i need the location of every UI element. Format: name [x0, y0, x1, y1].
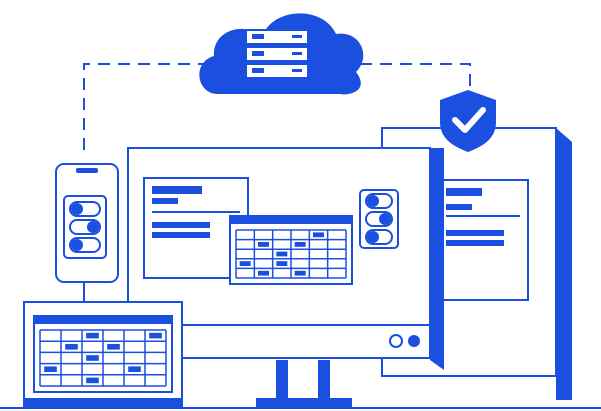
calendar-event: [258, 270, 269, 276]
calendar-event: [313, 232, 324, 238]
calendar-event: [128, 366, 141, 372]
calendar-event: [65, 344, 78, 350]
shield-check-icon: [440, 90, 496, 152]
server-unit: [245, 46, 309, 62]
server-unit: [245, 63, 309, 79]
server-unit: [245, 29, 309, 45]
cloud-server-icon: [199, 13, 364, 95]
smartphone-icon: [55, 163, 119, 283]
calendar-widget: [33, 315, 173, 393]
calendar-event: [239, 261, 251, 266]
calendar-event: [294, 242, 306, 247]
calendar-event: [107, 344, 120, 350]
calendar-widget: [229, 215, 353, 285]
calendar-event: [258, 242, 269, 247]
calendar-event: [86, 377, 99, 384]
calendar-event: [86, 332, 99, 339]
calendar-event: [44, 366, 57, 372]
monitor-dot-on: [408, 335, 420, 347]
calendar-event: [276, 251, 288, 257]
toggle-group: [359, 189, 399, 249]
calendar-event: [276, 261, 288, 266]
monitor-dot-off: [389, 334, 403, 348]
calendar-event: [86, 355, 99, 361]
calendar-event: [149, 332, 162, 339]
calendar-event: [294, 270, 306, 276]
dashed-connector: [83, 63, 471, 150]
